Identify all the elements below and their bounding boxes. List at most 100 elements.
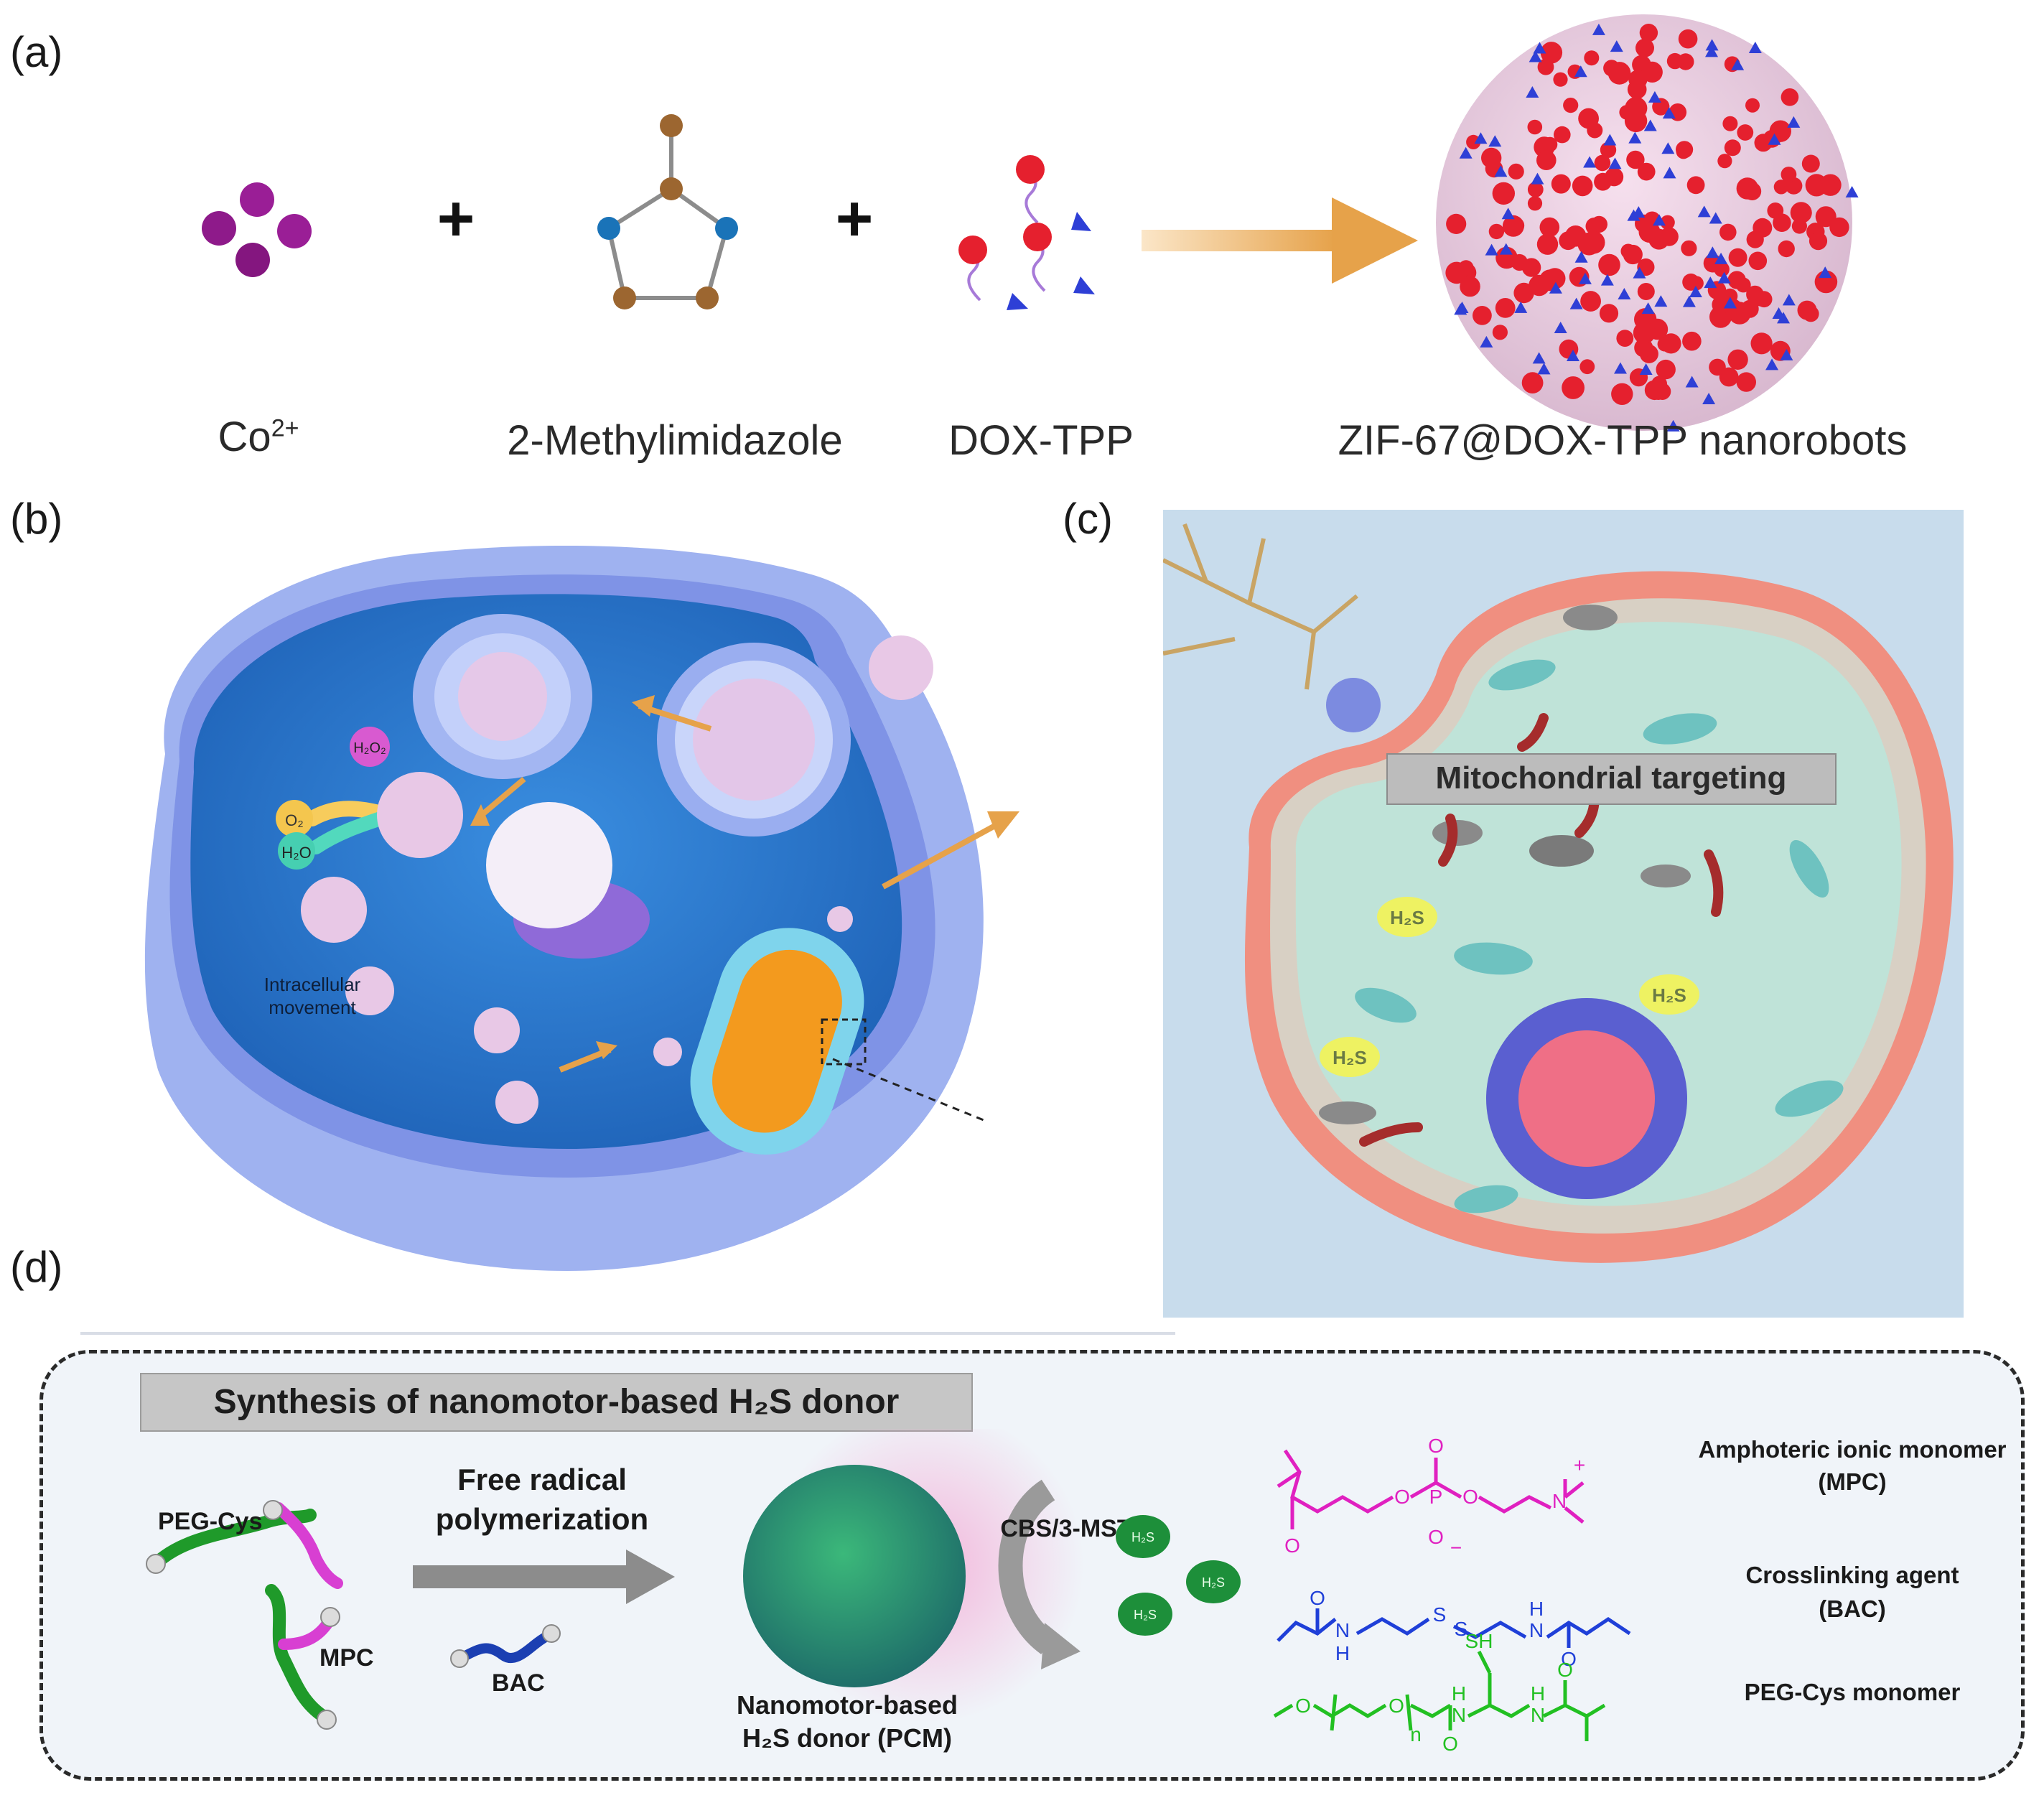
dox-red-dot xyxy=(1641,61,1663,83)
bac-structure xyxy=(1277,1608,1631,1648)
mpc-atom-o2: O xyxy=(1394,1486,1410,1508)
peg-subscript-n: n xyxy=(1410,1723,1422,1746)
dox-red-dot xyxy=(1660,215,1675,230)
dox-red-dot xyxy=(1717,154,1732,169)
dox-red-dot xyxy=(1666,52,1684,70)
tpp-blue-triangle xyxy=(1459,146,1473,159)
dox-red-dot xyxy=(1801,154,1820,173)
tpp-blue-triangle xyxy=(1662,107,1676,119)
dox-red-dot xyxy=(1819,177,1836,194)
monomer-3-name: PEG-Cys monomer xyxy=(1745,1679,1961,1705)
monomer-1-abbr: (MPC) xyxy=(1818,1468,1886,1495)
tpp-blue-triangle xyxy=(1633,266,1646,279)
dox-red-dot xyxy=(1781,88,1799,106)
caption-methylimidazole: 2-Methylimidazole xyxy=(507,417,843,464)
panel-c-label: (c) xyxy=(1063,495,1113,543)
tpp-blue-triangle xyxy=(1501,208,1515,220)
dox-red-dot xyxy=(1722,116,1738,131)
monomer-2-name: Crosslinking agent xyxy=(1745,1562,1959,1588)
tpp-blue-triangle xyxy=(1648,90,1661,103)
h2s-bubble-label-1: H₂S xyxy=(1131,1530,1154,1544)
polymerization-arrow xyxy=(413,1550,675,1604)
tpp-blue-triangle xyxy=(1819,266,1832,279)
dox-red-dot xyxy=(1536,233,1559,255)
tpp-blue-triangle xyxy=(1566,350,1579,362)
enzyme-label: CBS/3-MST xyxy=(1000,1515,1131,1542)
dox-red-dot xyxy=(1582,230,1605,254)
zoom-box xyxy=(821,1018,867,1066)
peg-atom-h2: H xyxy=(1531,1682,1545,1705)
dox-red-dot xyxy=(1460,276,1480,297)
h2s-label-3: H₂S xyxy=(1333,1047,1367,1068)
tpp-blue-triangle xyxy=(1705,39,1719,51)
dox-red-dot xyxy=(1648,228,1670,250)
nucleus xyxy=(1486,998,1687,1199)
bac-atom-n2: N xyxy=(1529,1619,1544,1641)
dox-red-dot xyxy=(1736,372,1756,392)
tpp-blue-triangle xyxy=(1682,295,1696,307)
dox-red-dot xyxy=(1737,124,1754,141)
peg-atom-h1: H xyxy=(1452,1682,1466,1705)
mpc-atom-p: P xyxy=(1429,1486,1443,1508)
dox-red-dot xyxy=(1778,240,1795,258)
mitochondrion xyxy=(690,928,864,1155)
tpp-blue-triangle xyxy=(1454,303,1467,315)
dox-red-dot xyxy=(1678,29,1698,49)
cobalt-ions-icon xyxy=(202,182,312,277)
dox-red-dot xyxy=(1773,213,1791,233)
tpp-blue-triangle xyxy=(1592,23,1605,35)
tpp-blue-triangle xyxy=(1777,312,1791,324)
h2s-bubble-label-3: H₂S xyxy=(1134,1608,1157,1622)
mitochondria-group xyxy=(1319,605,1844,1213)
tpp-blue-triangle xyxy=(1780,348,1793,360)
dox-red-dot xyxy=(1727,349,1748,370)
tpp-blue-triangle xyxy=(1641,302,1655,314)
dox-red-dot xyxy=(1619,105,1634,120)
tpp-blue-triangle xyxy=(1663,167,1676,179)
tpp-blue-triangle xyxy=(1666,419,1680,432)
dox-red-dot xyxy=(1728,248,1747,267)
synthesis-header: Synthesis of nanomotor-based H₂S donor xyxy=(140,1373,973,1432)
reaction-label-line2: polymerization xyxy=(436,1502,648,1536)
dox-red-dot xyxy=(1735,277,1751,293)
tpp-blue-triangle xyxy=(1845,186,1859,198)
dox-red-dot xyxy=(1686,176,1705,195)
dox-red-dot xyxy=(1719,223,1737,241)
o2-label: O₂ xyxy=(285,811,304,829)
tpp-blue-triangle xyxy=(1717,271,1731,284)
h2o2-decomposition xyxy=(276,727,463,870)
bac-atom-h1: H xyxy=(1335,1642,1350,1664)
tpp-blue-triangle xyxy=(1723,297,1737,309)
tpp-blue-triangle xyxy=(1574,65,1587,78)
dox-red-dot xyxy=(1527,119,1543,135)
dox-red-dot xyxy=(1594,154,1611,172)
dox-red-dot xyxy=(1681,240,1697,256)
panel-b-cell-illustration: O₂ H₂O₂ H₂O Intracellular movement xyxy=(144,546,1019,1271)
h2s-green-bubbles xyxy=(1116,1515,1241,1636)
bac-atom-o1: O xyxy=(1310,1587,1325,1609)
dox-red-dot xyxy=(1508,163,1524,180)
dox-red-dot xyxy=(1563,98,1579,113)
movement-label-line2: movement xyxy=(269,997,356,1018)
plus-sign-1: + xyxy=(437,183,475,255)
dox-red-dot xyxy=(1637,283,1655,300)
dox-red-dot xyxy=(1559,231,1578,251)
panel-c-cell-illustration: H₂S H₂S H₂S Mitochondrial targeting xyxy=(1163,510,1964,1318)
panel-d-scheme: PEG-Cys MPC BAC Free radical polymerizat… xyxy=(146,1429,2007,1755)
bac-label: BAC xyxy=(492,1669,545,1697)
tpp-blue-triangle xyxy=(1661,142,1675,154)
tpp-blue-triangle xyxy=(1480,335,1493,348)
tpp-blue-triangle xyxy=(1782,294,1796,306)
dox-red-dot xyxy=(1473,306,1492,325)
reagent-chains xyxy=(151,1502,551,1723)
dox-red-dot xyxy=(1796,205,1812,221)
dox-red-dot xyxy=(1503,215,1523,235)
tpp-blue-triangle xyxy=(1603,134,1617,146)
tpp-blue-triangle xyxy=(1499,243,1513,255)
tpp-blue-triangle xyxy=(1709,212,1722,224)
product-label-line2: H₂S donor (PCM) xyxy=(742,1723,952,1753)
tpp-blue-triangle xyxy=(1704,276,1717,289)
dox-red-dot xyxy=(1584,50,1600,66)
tpp-blue-triangle xyxy=(1569,297,1583,309)
dox-red-dot xyxy=(1551,174,1571,194)
